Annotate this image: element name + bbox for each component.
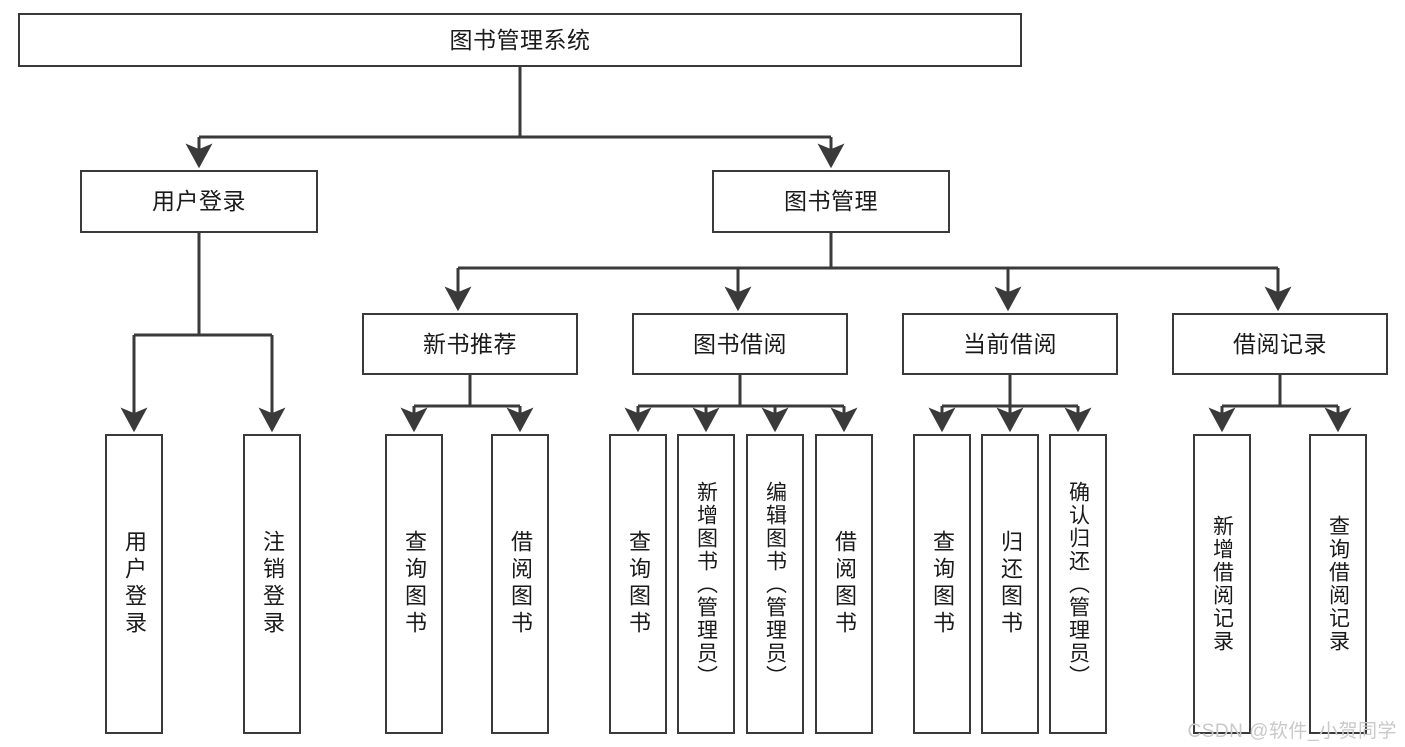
- leaf-borrow-add-book-admin[interactable]: 新增图书（管理员）: [677, 434, 735, 734]
- node-borrow-records[interactable]: 借阅记录: [1172, 313, 1388, 375]
- leaf-new-book-query[interactable]: 查询图书: [385, 434, 443, 734]
- leaf-borrow-query-book[interactable]: 查询图书: [609, 434, 667, 734]
- node-current-borrow-label: 当前借阅: [963, 330, 1057, 357]
- leaf-current-return-book[interactable]: 归还图书: [981, 434, 1039, 734]
- leaf-new-book-borrow[interactable]: 借阅图书: [491, 434, 549, 734]
- node-book-borrow-label: 图书借阅: [693, 330, 787, 357]
- leaf-records-add-record[interactable]: 新增借阅记录: [1193, 434, 1251, 734]
- leaf-records-query-record[interactable]: 查询借阅记录: [1309, 434, 1367, 734]
- node-new-book-recommend-label: 新书推荐: [423, 330, 517, 357]
- leaf-label: 查询图书: [626, 530, 651, 638]
- leaf-user-login-signin[interactable]: 用户登录: [105, 434, 163, 734]
- leaf-label: 新增图书（管理员）: [694, 480, 718, 688]
- leaf-label: 查询借阅记录: [1326, 515, 1350, 653]
- node-user-login-label: 用户登录: [152, 188, 246, 215]
- node-borrow-records-label: 借阅记录: [1233, 330, 1327, 357]
- node-book-borrow[interactable]: 图书借阅: [632, 313, 848, 375]
- node-new-book-recommend[interactable]: 新书推荐: [362, 313, 578, 375]
- leaf-current-confirm-return-admin[interactable]: 确认归还（管理员）: [1049, 434, 1107, 734]
- leaf-borrow-borrow-book[interactable]: 借阅图书: [815, 434, 873, 734]
- leaf-user-login-signout[interactable]: 注销登录: [243, 434, 301, 734]
- leaf-label: 确认归还（管理员）: [1066, 480, 1090, 688]
- watermark-text: CSDN @软件_小贺同学: [1187, 721, 1397, 742]
- leaf-label: 用户登录: [122, 530, 147, 638]
- leaf-label: 注销登录: [260, 530, 285, 638]
- leaf-borrow-edit-book-admin[interactable]: 编辑图书（管理员）: [746, 434, 804, 734]
- leaf-label: 编辑图书（管理员）: [763, 480, 787, 688]
- leaf-label: 查询图书: [930, 530, 955, 638]
- leaf-label: 归还图书: [998, 530, 1023, 638]
- leaf-label: 新增借阅记录: [1210, 515, 1234, 653]
- leaf-label: 借阅图书: [508, 530, 533, 638]
- leaf-label: 查询图书: [402, 530, 427, 638]
- leaf-current-query-book[interactable]: 查询图书: [913, 434, 971, 734]
- leaf-label: 借阅图书: [832, 530, 857, 638]
- node-book-management-label: 图书管理: [784, 188, 878, 215]
- node-root-label: 图书管理系统: [449, 26, 591, 53]
- node-user-login[interactable]: 用户登录: [80, 170, 318, 233]
- node-root[interactable]: 图书管理系统: [18, 13, 1022, 67]
- node-current-borrow[interactable]: 当前借阅: [902, 313, 1118, 375]
- node-book-management[interactable]: 图书管理: [712, 170, 950, 233]
